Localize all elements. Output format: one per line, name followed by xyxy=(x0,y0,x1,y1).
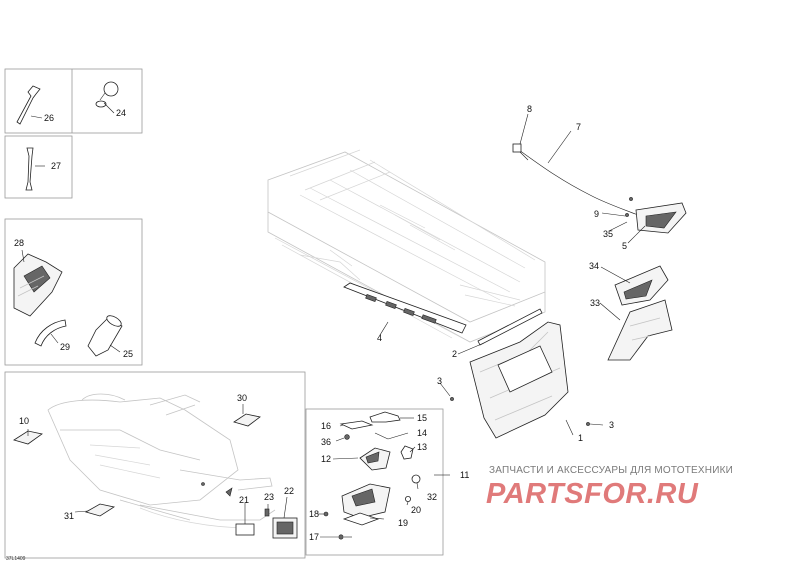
callout-c24: 24 xyxy=(116,108,126,118)
license-frame-inner xyxy=(276,521,294,535)
callout-c3a: 3 xyxy=(437,376,442,386)
callout-c29: 29 xyxy=(60,342,70,352)
callout-c31: 31 xyxy=(64,511,74,521)
inset-box-wrench xyxy=(4,135,73,199)
bolt-23 xyxy=(264,508,270,517)
bracket-kit-parts xyxy=(323,411,421,540)
leader-lines xyxy=(21,102,646,538)
callout-c23: 23 xyxy=(264,492,274,502)
callout-c9: 9 xyxy=(594,209,599,219)
reflector-strip xyxy=(343,282,467,334)
callout-c17: 17 xyxy=(309,532,319,542)
snowmobile-ghost xyxy=(47,393,276,529)
pointer-arrow xyxy=(225,487,233,497)
callout-c34: 34 xyxy=(589,261,599,271)
callout-labels: 1233457891011121314151617181920212223242… xyxy=(14,104,627,542)
callout-c12: 12 xyxy=(321,454,331,464)
callout-c26: 26 xyxy=(44,113,54,123)
callout-c22: 22 xyxy=(284,486,294,496)
callout-c10: 10 xyxy=(19,416,29,426)
callout-c25: 25 xyxy=(123,349,133,359)
decal-front-left xyxy=(13,430,43,445)
inset-box-tools xyxy=(4,68,143,134)
callout-c1: 1 xyxy=(578,433,583,443)
callout-c11: 11 xyxy=(460,470,469,480)
inset-box-accessories xyxy=(4,218,143,366)
callout-c27: 27 xyxy=(51,161,61,171)
callout-c30: 30 xyxy=(237,393,247,403)
callout-c4: 4 xyxy=(377,333,382,343)
callout-c14: 14 xyxy=(417,428,427,438)
callout-c33: 33 xyxy=(590,298,600,308)
snow-flap xyxy=(450,321,590,439)
drawing-code: 37L1409 xyxy=(6,556,26,562)
decal-hood xyxy=(233,413,261,427)
watermark-subtitle: ЗАПЧАСТИ И АКСЕССУАРЫ ДЛЯ МОТОТЕХНИКИ xyxy=(489,465,734,476)
callout-c19: 19 xyxy=(398,518,408,528)
callout-c3b: 3 xyxy=(609,420,614,430)
open-end-wrench xyxy=(25,147,34,191)
callout-c28: 28 xyxy=(14,238,24,248)
decal-side xyxy=(84,503,116,517)
callout-c35: 35 xyxy=(603,229,613,239)
callout-c13: 13 xyxy=(417,442,427,452)
callout-c15: 15 xyxy=(417,413,427,423)
callout-c18: 18 xyxy=(309,509,319,519)
cover-bracket xyxy=(13,253,63,317)
spanner-tool xyxy=(16,85,41,125)
callout-c36: 36 xyxy=(321,437,331,447)
rear-rack-ghost xyxy=(267,149,546,343)
inset-box-vehicle xyxy=(4,371,306,559)
trim-clip xyxy=(34,319,67,347)
callout-c21: 21 xyxy=(239,495,249,505)
mirror-tool xyxy=(95,81,119,108)
light-housing xyxy=(614,265,669,306)
callout-c20: 20 xyxy=(411,505,421,515)
callout-c7: 7 xyxy=(576,122,581,132)
callout-c32: 32 xyxy=(427,492,437,502)
label-plate xyxy=(235,523,255,536)
tail-light xyxy=(625,197,687,234)
inset-box-bracket-kit xyxy=(305,408,444,556)
watermark-logo: PARTSFOR.RU xyxy=(486,478,699,510)
callout-c16: 16 xyxy=(321,421,331,431)
container-can xyxy=(87,315,123,357)
callout-c8: 8 xyxy=(527,104,532,114)
mounting-strip xyxy=(477,308,543,346)
light-bracket xyxy=(607,299,673,361)
callout-c5: 5 xyxy=(622,241,627,251)
callout-c2: 2 xyxy=(452,349,457,359)
wiring-harness xyxy=(512,143,639,216)
